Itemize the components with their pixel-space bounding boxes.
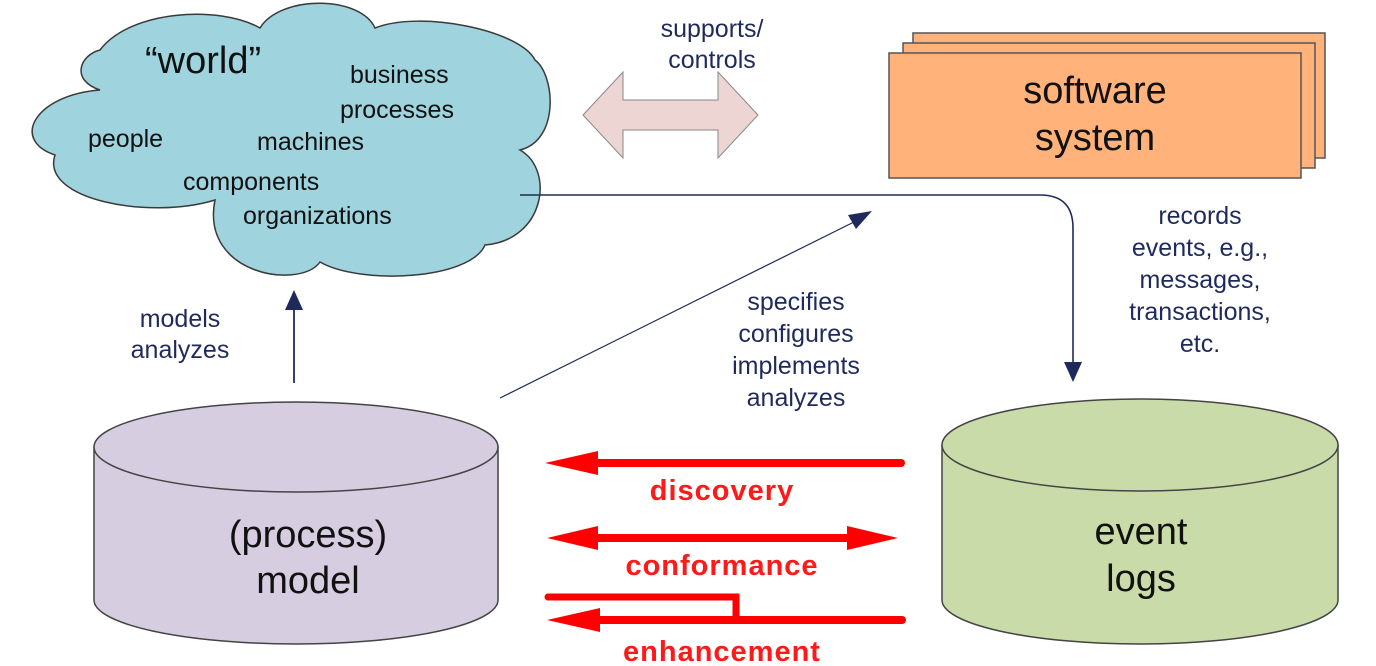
world-item-machines: machines — [257, 128, 364, 156]
specifies-line-4: analyzes — [747, 384, 846, 412]
enhancement-arrowhead-icon — [547, 608, 600, 632]
model-cylinder-top — [93, 401, 499, 493]
discovery-arrowhead-icon — [545, 451, 598, 475]
software-system: software system — [888, 32, 1326, 179]
discovery-label: discovery — [650, 475, 794, 507]
conformance-right-arrowhead-icon — [847, 526, 898, 550]
records-line-3: messages, — [1140, 266, 1261, 294]
enhancement-arrow: enhancement — [544, 593, 906, 666]
cloud-shape — [31, 2, 551, 277]
logs-cylinder-top — [941, 398, 1339, 492]
model-label-2: model — [256, 560, 360, 602]
logs-cylinder-body — [941, 444, 1339, 645]
models-analyzes-connector: models analyzes — [131, 290, 303, 383]
supports-controls-arrow: supports/ controls — [582, 15, 764, 160]
records-arrow — [520, 194, 1078, 377]
model-cylinder-body — [93, 446, 499, 645]
enhancement-label: enhancement — [623, 636, 821, 666]
logs-label-2: logs — [1106, 558, 1176, 600]
records-line-5: etc. — [1180, 330, 1220, 358]
enhancement-loop-line — [544, 593, 740, 624]
world-title: “world” — [145, 40, 261, 82]
specifies-line-3: implements — [732, 352, 860, 380]
supports-label: supports/ — [661, 15, 764, 43]
records-connector — [520, 194, 1082, 382]
conformance-arrow: conformance — [547, 526, 898, 582]
software-page-front — [888, 52, 1302, 179]
logs-label-1: event — [1095, 511, 1188, 553]
records-label: records events, e.g., messages, transact… — [1129, 202, 1271, 358]
process-model-cylinder: (process) model — [93, 401, 499, 645]
world-item-components: components — [183, 168, 319, 196]
specifies-line-2: configures — [738, 320, 853, 348]
records-line-4: transactions, — [1129, 298, 1271, 326]
world-item-processes: processes — [340, 96, 454, 124]
event-logs-cylinder: event logs — [941, 398, 1339, 645]
models-arrowhead-icon — [285, 290, 303, 310]
records-line-1: records — [1158, 202, 1241, 230]
specifies-arrowhead-icon — [848, 211, 872, 229]
specifies-line-1: specifies — [747, 288, 844, 316]
conformance-label: conformance — [625, 550, 818, 582]
discovery-arrow: discovery — [545, 451, 905, 507]
world-cloud: “world” business processes people machin… — [31, 2, 551, 277]
world-item-business: business — [350, 61, 449, 89]
model-label-1: (process) — [229, 514, 387, 556]
specifies-arrow-line — [499, 217, 863, 399]
double-arrow-shape — [582, 70, 759, 160]
software-label-1: software — [1023, 70, 1167, 112]
conformance-left-arrowhead-icon — [547, 526, 598, 550]
records-line-2: events, e.g., — [1132, 234, 1268, 262]
analyzes-label: analyzes — [131, 336, 230, 364]
controls-label: controls — [668, 46, 756, 74]
world-item-organizations: organizations — [243, 202, 392, 230]
records-arrowhead-icon — [1064, 362, 1082, 382]
specifies-connector: specifies configures implements analyzes — [499, 211, 872, 412]
software-label-2: system — [1035, 117, 1155, 159]
models-label: models — [140, 305, 221, 333]
world-item-people: people — [88, 125, 163, 153]
